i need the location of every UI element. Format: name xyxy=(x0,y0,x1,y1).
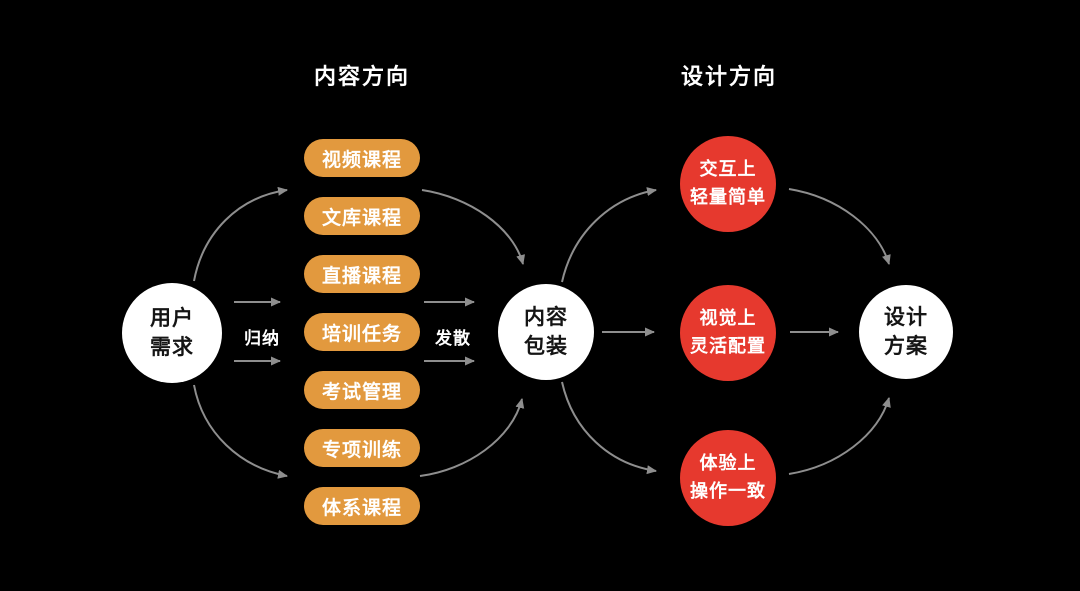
node-user-needs: 用户 需求 xyxy=(122,283,222,383)
principle-visual-flexible: 视觉上 灵活配置 xyxy=(680,285,776,381)
title-design-direction: 设计方向 xyxy=(680,64,777,89)
pill-special-training: 专项训练 xyxy=(304,429,420,467)
title-content-direction: 内容方向 xyxy=(313,64,410,89)
label-divergence: 发散 xyxy=(435,329,471,348)
node-design-plan: 设计 方案 xyxy=(859,285,953,379)
arrow-items-to-packaging-bottom xyxy=(419,398,525,477)
arrow-user-to-items-top xyxy=(193,186,288,282)
pill-live-course: 直播课程 xyxy=(304,255,420,293)
arrow-items-to-packaging-top xyxy=(421,189,525,265)
arrow-experience-to-plan xyxy=(788,397,891,475)
pill-video-course: 视频课程 xyxy=(304,139,420,177)
pill-training-task: 培训任务 xyxy=(304,313,420,351)
arrow-packaging-to-interaction xyxy=(561,187,657,283)
pill-exam-management: 考试管理 xyxy=(304,371,420,409)
label-induction: 归纳 xyxy=(244,329,280,348)
arrow-user-to-items-bottom xyxy=(193,384,288,479)
principle-interaction-simple: 交互上 轻量简单 xyxy=(680,136,776,232)
arrow-packaging-to-experience xyxy=(561,381,657,475)
node-content-packaging: 内容 包装 xyxy=(498,284,594,380)
pill-system-course: 体系课程 xyxy=(304,487,420,525)
arrow-interaction-to-plan xyxy=(788,188,891,265)
principle-experience-consistent: 体验上 操作一致 xyxy=(680,430,776,526)
pill-library-course: 文库课程 xyxy=(304,197,420,235)
